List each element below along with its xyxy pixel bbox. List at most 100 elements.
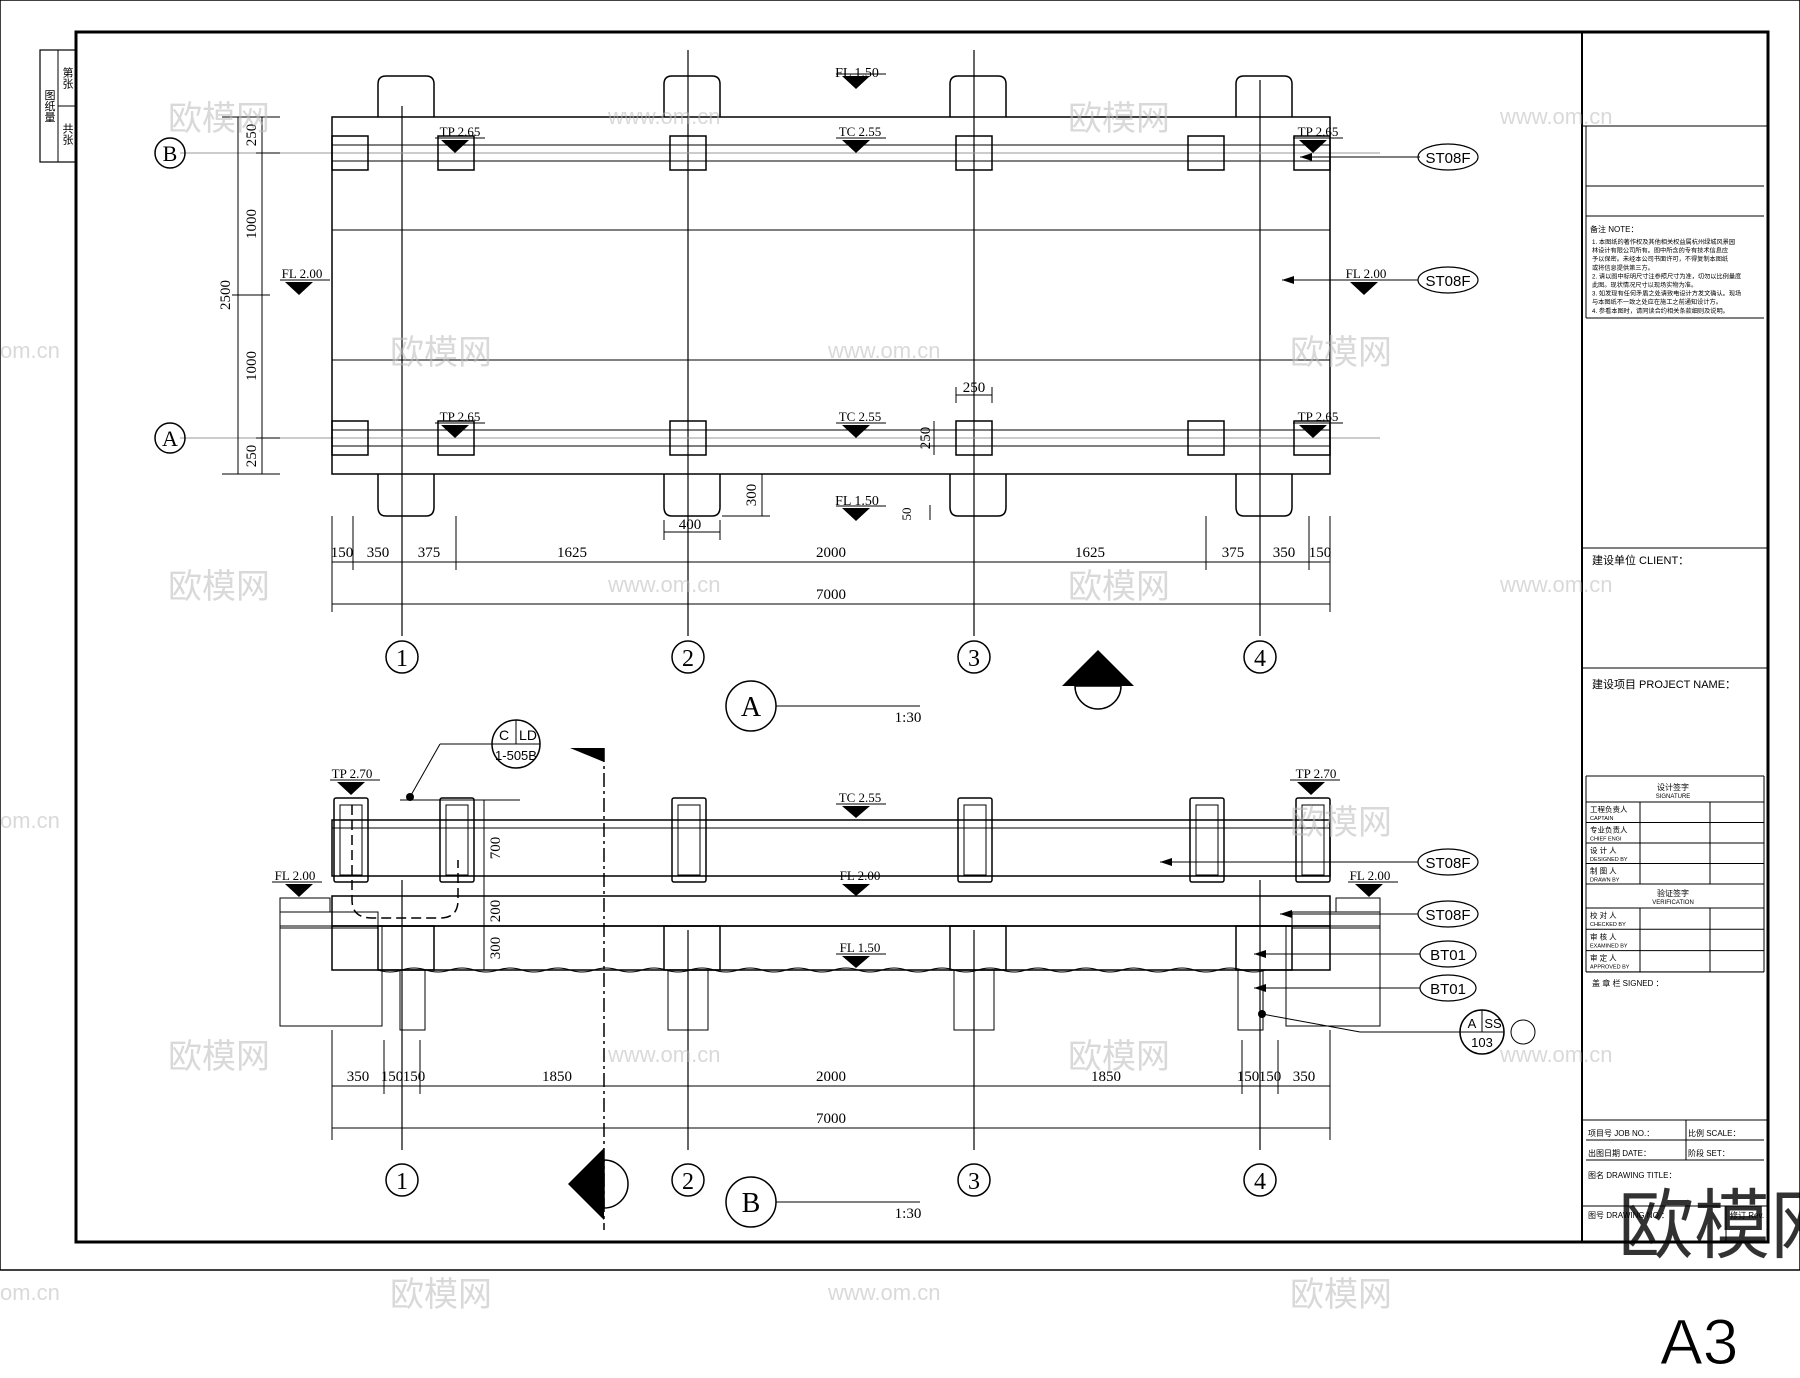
strip-label-sheet: 第张 bbox=[61, 66, 74, 90]
sec-tag-st08f-1: ST08F bbox=[1425, 855, 1470, 872]
drawing-title-label: 图名 DRAWING TITLE： bbox=[1588, 1170, 1676, 1180]
grid-col-2: 2 bbox=[682, 646, 694, 672]
wm-url-9: www.om.cn bbox=[1499, 1042, 1612, 1067]
sec-level-fl-right: FL 2.00 bbox=[1350, 868, 1391, 883]
dim-post-width: 250 bbox=[963, 380, 986, 396]
ref-ss-number: 103 bbox=[1471, 1035, 1493, 1050]
rev-label: 修订 Rev. bbox=[1730, 1210, 1764, 1220]
section-cut-symbol: B bbox=[1062, 650, 1134, 710]
view-scale-b: 1:30 bbox=[895, 1206, 922, 1222]
wm-brand-10: 欧模网 bbox=[390, 1276, 492, 1314]
sec-grid-col-3: 3 bbox=[968, 1169, 980, 1195]
plan-view-a: FL 1.50 TP 2.65 TC 2.55 TP 2.65 FL 2.00 … bbox=[154, 50, 1479, 732]
ver-row-cn: 审 核 人 bbox=[1590, 931, 1617, 941]
plan-dim-7: 350 bbox=[1273, 545, 1296, 561]
wm-url-3: om.cn bbox=[0, 338, 60, 363]
wm-brand-4: 欧模网 bbox=[1290, 334, 1392, 372]
sec-level-tp-left: TP 2.70 bbox=[332, 766, 373, 781]
section-arrow-symbol: B bbox=[568, 1148, 629, 1220]
sec-level-tp-right: TP 2.70 bbox=[1296, 766, 1337, 781]
plan-dim-5: 1625 bbox=[1075, 545, 1105, 561]
note-line: 与本图纸不一致之处应在施工之前通知设计方。 bbox=[1592, 298, 1722, 306]
sec-dim-5: 1850 bbox=[1091, 1069, 1121, 1085]
verification-en: VERIFICATION bbox=[1652, 900, 1694, 906]
wm-brand-6: 欧模网 bbox=[1068, 568, 1170, 606]
date-label: 出图日期 DATE： bbox=[1588, 1148, 1651, 1158]
wm-url-10: om.cn bbox=[0, 1280, 60, 1305]
note-line: 予以保密。未经本公司书面许可，不得复制本图纸 bbox=[1592, 255, 1728, 263]
note-line: 1. 本图纸的著作权及其他相关权益属杭州绿城风景园 bbox=[1592, 238, 1735, 246]
detail-ref-number: 1-505B bbox=[495, 748, 537, 763]
dim-left-250-bottom: 250 bbox=[244, 445, 260, 468]
sig-row-en: DESIGNED BY bbox=[1590, 857, 1628, 863]
ref-ss-code: SS bbox=[1484, 1016, 1502, 1031]
level-tp-right-a: TP 2.65 bbox=[1298, 409, 1339, 424]
section-view-b: TP 2.70 TP 2.70 TC 2.55 FL 2.00 FL 2.00 … bbox=[272, 719, 1536, 1230]
wm-brand-7: 欧模网 bbox=[1290, 804, 1392, 842]
wm-url-2: www.om.cn bbox=[1499, 104, 1612, 129]
sec-dim-4: 2000 bbox=[816, 1069, 846, 1085]
dim-left-250-top: 250 bbox=[244, 124, 260, 147]
section-cut-label: B bbox=[1086, 670, 1095, 685]
detail-ref-c: C bbox=[499, 727, 509, 743]
sec-tag-st08f-2: ST08F bbox=[1425, 907, 1470, 924]
sec-dim-2: 150 bbox=[403, 1069, 426, 1085]
notes-list: 1. 本图纸的著作权及其他相关权益属杭州绿城风景园 林设计有限公司所有。图中所含… bbox=[1592, 238, 1741, 315]
dim-footing-width: 400 bbox=[679, 517, 702, 533]
ver-row-en: CHECKED BY bbox=[1590, 922, 1626, 928]
set-label: 阶段 SET： bbox=[1688, 1148, 1730, 1158]
sec-grid-col-1: 1 bbox=[396, 1169, 408, 1195]
level-fl-right: FL 2.00 bbox=[1346, 266, 1387, 281]
drawing-no-label: 图号 DRAWING NO.： bbox=[1588, 1211, 1669, 1220]
ref-ss-a: A bbox=[1468, 1016, 1477, 1031]
wm-brand-9: 欧模网 bbox=[1068, 1038, 1170, 1076]
plan-dim-1: 350 bbox=[367, 545, 390, 561]
sig-row-en: CAPTAIN bbox=[1590, 816, 1613, 822]
sig-row-cn: 设 计 人 bbox=[1590, 845, 1617, 855]
wm-url-4: www.om.cn bbox=[827, 338, 940, 363]
view-scale-a: 1:30 bbox=[895, 710, 922, 726]
dim-left-1000-a: 1000 bbox=[244, 209, 260, 239]
dim-step: 50 bbox=[899, 508, 914, 521]
scale-label: 比例 SCALE： bbox=[1688, 1128, 1740, 1138]
sec-dim-7: 150 bbox=[1259, 1069, 1282, 1085]
level-fl-bottom: FL 1.50 bbox=[835, 494, 879, 509]
plan-dim-3: 1625 bbox=[557, 545, 587, 561]
wm-url-6: www.om.cn bbox=[1499, 572, 1612, 597]
detail-ref-ld: LD bbox=[519, 727, 537, 743]
watermarks: 欧模网 www.om.cn 欧模网 www.om.cn om.cn 欧模网 ww… bbox=[0, 100, 1800, 1314]
wm-url-8: www.om.cn bbox=[607, 1042, 720, 1067]
plan-dim-2: 375 bbox=[418, 545, 441, 561]
sec-dim-1: 150 bbox=[381, 1069, 404, 1085]
dim-post-height: 250 bbox=[918, 427, 934, 450]
dim-rail-height: 700 bbox=[488, 837, 504, 860]
dim-left-1000-b: 1000 bbox=[244, 351, 260, 381]
level-tp-left: TP 2.65 bbox=[440, 124, 481, 139]
sec-level-tc: TC 2.55 bbox=[839, 790, 882, 805]
ver-row-cn: 审 定 人 bbox=[1590, 953, 1617, 963]
wm-url-1: www.om.cn bbox=[607, 104, 720, 129]
grid-col-3: 3 bbox=[968, 646, 980, 672]
paper-border bbox=[0, 0, 1800, 1271]
dim-left-total: 2500 bbox=[218, 280, 234, 310]
sec-grid-col-2: 2 bbox=[682, 1169, 694, 1195]
sig-row-en: CHIEF ENGI bbox=[1590, 837, 1622, 843]
strip-label-qty: 图纸量 bbox=[43, 89, 56, 122]
note-title: 备注 NOTE： bbox=[1590, 224, 1638, 234]
level-tc: TC 2.55 bbox=[839, 124, 882, 139]
stamp-label: 盖 章 栏 SIGNED ： bbox=[1592, 978, 1664, 988]
wm-brand-3: 欧模网 bbox=[390, 334, 492, 372]
side-strip: 图纸量 第张 共张 bbox=[39, 49, 77, 163]
ver-row-en: EXAMINED BY bbox=[1590, 943, 1628, 949]
grid-row-b: B bbox=[163, 141, 178, 166]
tag-st08f-1: ST08F bbox=[1425, 150, 1470, 167]
ver-row-en: APPROVED BY bbox=[1590, 965, 1630, 971]
signature-en: SIGNATURE bbox=[1656, 794, 1691, 800]
sec-level-fl-left: FL 2.00 bbox=[275, 868, 316, 883]
dim-footing-depth: 300 bbox=[744, 484, 760, 507]
sig-row-en: DRAWN BY bbox=[1590, 878, 1620, 884]
ver-row-cn: 校 对 人 bbox=[1590, 910, 1617, 920]
